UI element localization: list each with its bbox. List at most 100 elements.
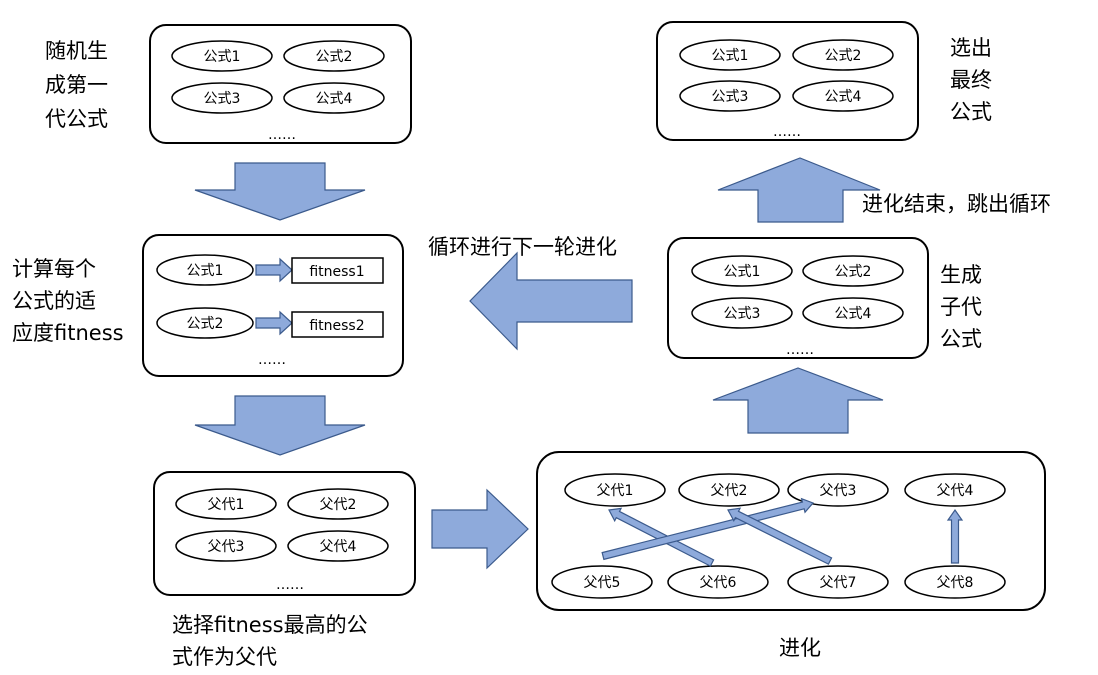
parent-ellipse: 父代8 <box>904 565 1006 599</box>
svg-text:父代6: 父代6 <box>700 575 737 591</box>
formula-ellipse: 公式4 <box>792 80 894 112</box>
parent-ellipse: 父代3 <box>175 530 277 562</box>
ellipsis: …… <box>268 127 296 143</box>
svg-text:公式1: 公式1 <box>724 264 761 280</box>
svg-text:父代1: 父代1 <box>208 497 245 513</box>
svg-text:父代3: 父代3 <box>820 483 857 499</box>
evolution-label: 进化 <box>779 636 821 660</box>
svg-text:公式的适: 公式的适 <box>12 289 96 313</box>
formula-ellipse: 公式1 <box>156 254 254 286</box>
step3-label: 选择fitness最高的公 式作为父代 <box>172 613 368 669</box>
svg-text:子代: 子代 <box>940 295 982 319</box>
svg-text:公式4: 公式4 <box>825 89 862 105</box>
svg-text:父代2: 父代2 <box>711 483 748 499</box>
parent-ellipse: 父代1 <box>175 488 277 520</box>
exit-label: 进化结束，跳出循环 <box>862 192 1051 216</box>
svg-text:最终: 最终 <box>950 68 992 92</box>
ellipsis: …… <box>786 342 814 358</box>
svg-text:公式2: 公式2 <box>316 49 353 65</box>
svg-text:公式2: 公式2 <box>825 48 862 64</box>
parent-ellipse: 父代1 <box>564 473 666 507</box>
step5-label: 生成 子代 公式 <box>940 263 982 351</box>
formula-ellipse: 公式1 <box>679 39 781 71</box>
fitness-value-box: fitness2 <box>291 311 384 338</box>
left-loop-arrow <box>469 251 633 351</box>
svg-text:选出: 选出 <box>950 36 992 60</box>
offspring-box: 公式1 公式2 公式3 公式4 …… <box>667 237 929 359</box>
initial-generation-box: 公式1 公式2 公式3 公式4 …… <box>149 24 412 144</box>
svg-text:父代5: 父代5 <box>584 575 621 591</box>
svg-text:公式2: 公式2 <box>835 264 872 280</box>
svg-text:公式3: 公式3 <box>712 89 749 105</box>
svg-text:父代1: 父代1 <box>597 483 634 499</box>
svg-text:选择fitness最高的公: 选择fitness最高的公 <box>172 613 368 637</box>
svg-text:fitness2: fitness2 <box>309 318 364 334</box>
svg-text:公式3: 公式3 <box>204 91 241 107</box>
parent-ellipse: 父代4 <box>287 530 389 562</box>
svg-text:生成: 生成 <box>940 263 982 287</box>
svg-text:公式1: 公式1 <box>712 48 749 64</box>
parents-box: 父代1 父代2 父代3 父代4 …… <box>153 471 416 596</box>
formula-ellipse: 公式2 <box>802 255 904 287</box>
ellipsis: …… <box>773 124 801 140</box>
up-arrow <box>712 367 884 434</box>
svg-text:公式: 公式 <box>940 327 982 351</box>
svg-text:代公式: 代公式 <box>45 107 108 131</box>
parent-ellipse: 父代2 <box>678 473 780 507</box>
parent-ellipse: 父代7 <box>787 565 889 599</box>
svg-text:父代8: 父代8 <box>937 575 974 591</box>
formula-ellipse: 公式3 <box>679 80 781 112</box>
ellipsis: …… <box>258 352 286 368</box>
formula-ellipse: 公式2 <box>792 39 894 71</box>
parent-ellipse: 父代5 <box>551 565 653 599</box>
formula-ellipse: 公式1 <box>171 40 273 72</box>
formula-ellipse: 公式4 <box>802 297 904 329</box>
ellipsis: …… <box>276 577 304 593</box>
svg-text:父代7: 父代7 <box>820 575 857 591</box>
formula-ellipse: 公式2 <box>156 307 254 339</box>
final-box: 公式1 公式2 公式3 公式4 …… <box>656 21 919 141</box>
svg-text:父代4: 父代4 <box>937 483 974 499</box>
svg-text:父代3: 父代3 <box>208 539 245 555</box>
svg-text:计算每个: 计算每个 <box>12 257 96 281</box>
crossover-arrow <box>727 507 833 565</box>
svg-text:公式4: 公式4 <box>316 91 353 107</box>
crossover-arrow <box>946 508 964 564</box>
svg-text:公式1: 公式1 <box>187 263 224 279</box>
svg-text:公式: 公式 <box>950 100 992 124</box>
crossover-arrow <box>601 497 815 561</box>
svg-text:公式3: 公式3 <box>724 306 761 322</box>
right-arrow <box>431 488 529 570</box>
svg-text:成第一: 成第一 <box>45 73 108 97</box>
evolution-box: 父代1 父代2 父代3 父代4 父代5 父代6 父代7 父代8 <box>536 451 1046 611</box>
right-arrow <box>255 257 293 283</box>
svg-text:父代2: 父代2 <box>320 497 357 513</box>
parent-ellipse: 父代6 <box>667 565 769 599</box>
svg-text:公式4: 公式4 <box>835 306 872 322</box>
formula-ellipse: 公式3 <box>171 82 273 114</box>
step6-label: 选出 最终 公式 <box>950 36 992 124</box>
step1-label: 随机生 成第一 代公式 <box>45 39 108 131</box>
fitness-box: 公式1 公式2 fitness1 fitness2 …… <box>142 234 404 377</box>
up-exit-arrow <box>717 157 881 223</box>
parent-ellipse: 父代2 <box>287 488 389 520</box>
formula-ellipse: 公式1 <box>691 255 793 287</box>
right-arrow <box>255 310 293 336</box>
svg-text:公式1: 公式1 <box>204 49 241 65</box>
svg-text:应度fitness: 应度fitness <box>12 321 124 345</box>
parent-ellipse: 父代4 <box>904 473 1006 507</box>
fitness-value-box: fitness1 <box>291 257 384 284</box>
svg-text:父代4: 父代4 <box>320 539 357 555</box>
parent-ellipse: 父代3 <box>787 473 889 507</box>
down-arrow <box>194 162 366 221</box>
step2-label: 计算每个 公式的适 应度fitness <box>12 257 124 345</box>
svg-text:fitness1: fitness1 <box>309 264 364 280</box>
svg-text:随机生: 随机生 <box>45 39 108 63</box>
formula-ellipse: 公式3 <box>691 297 793 329</box>
svg-text:式作为父代: 式作为父代 <box>172 645 277 669</box>
down-arrow <box>194 395 366 456</box>
loop-label: 循环进行下一轮进化 <box>428 235 617 259</box>
formula-ellipse: 公式4 <box>283 82 385 114</box>
svg-text:公式2: 公式2 <box>187 316 224 332</box>
